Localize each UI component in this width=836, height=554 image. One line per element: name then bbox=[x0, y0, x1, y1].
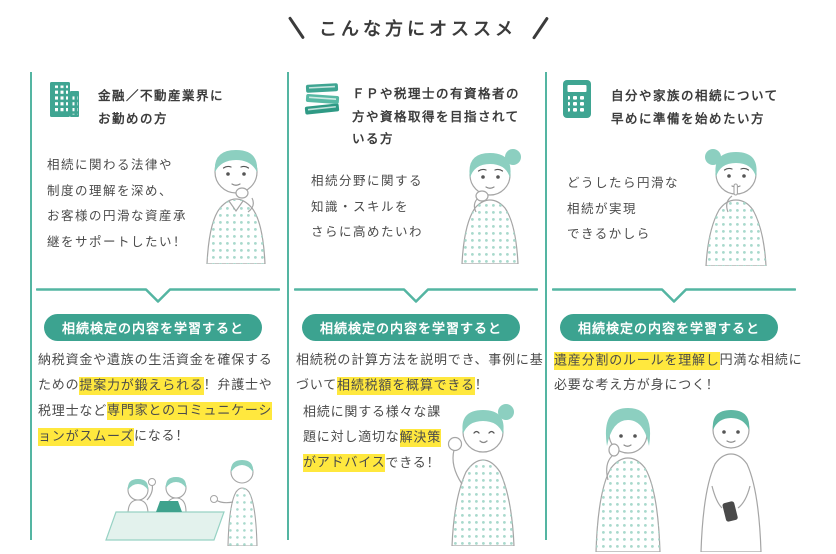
column1-badge: 相続検定の内容を学習すると bbox=[44, 314, 262, 341]
column3-benefits: 遺産分割のルールを理解し円満な相続に必要な考え方が身につく！ bbox=[554, 351, 803, 394]
column1-thought-text: 相続に関わる法律や 制度の理解を深め、 お客様の円滑な資産承 継をサポートしたい… bbox=[47, 157, 188, 249]
calculator-icon bbox=[563, 80, 591, 118]
column1-heading: 金融／不動産業界に お勤めの方 bbox=[98, 88, 225, 126]
books-icon bbox=[304, 83, 340, 115]
column-divider-2 bbox=[287, 72, 289, 540]
illustration-meeting-scene bbox=[105, 460, 258, 546]
column2-badge: 相続検定の内容を学習すると bbox=[302, 314, 520, 341]
page-title-wrap: こんな方にオススメ bbox=[0, 10, 836, 46]
illustration-man-thinking bbox=[206, 150, 266, 264]
illustration-woman-thinking bbox=[461, 149, 521, 264]
decorative-slash-right-icon bbox=[531, 16, 549, 40]
column3-thought-text: どうしたら円滑な 相続が実現 できるかしら bbox=[567, 175, 680, 242]
column2-heading: ＦＰや税理士の有資格者の 方や資格取得を目指されて いる方 bbox=[352, 86, 521, 146]
column2-benefits-2: 相続に関する様々な課題に対し適切な解決策がアドバイスできる！ bbox=[303, 405, 442, 473]
column-divider-3 bbox=[545, 72, 547, 540]
column2-thought-text: 相続分野に関する 知識・スキルを さらに高めたいわ bbox=[311, 173, 424, 240]
illustration-woman-wondering bbox=[705, 149, 767, 266]
illustration-woman-cheering bbox=[447, 404, 515, 546]
column-divider-1 bbox=[30, 72, 32, 540]
column1-benefits: 納税資金や遺族の生活資金を確保するための提案力が鍛えられる！弁護士や税理士など専… bbox=[38, 353, 273, 446]
page-title: こんな方にオススメ bbox=[319, 19, 517, 40]
chevron-divider-icon bbox=[36, 288, 280, 303]
column2-benefits-1: 相続税の計算方法を説明でき、事例に基づいて相続税額を概算できる！ bbox=[296, 353, 544, 395]
column3-badge: 相続検定の内容を学習すると bbox=[560, 314, 778, 341]
column3-heading: 自分や家族の相続について 早めに準備を始めたい方 bbox=[611, 88, 779, 126]
illustration-couple-with-phone bbox=[595, 408, 762, 552]
decorative-slash-left-icon bbox=[287, 16, 305, 40]
chevron-divider-icon bbox=[294, 288, 538, 303]
chevron-divider-icon bbox=[552, 288, 796, 303]
building-icon bbox=[50, 82, 79, 117]
